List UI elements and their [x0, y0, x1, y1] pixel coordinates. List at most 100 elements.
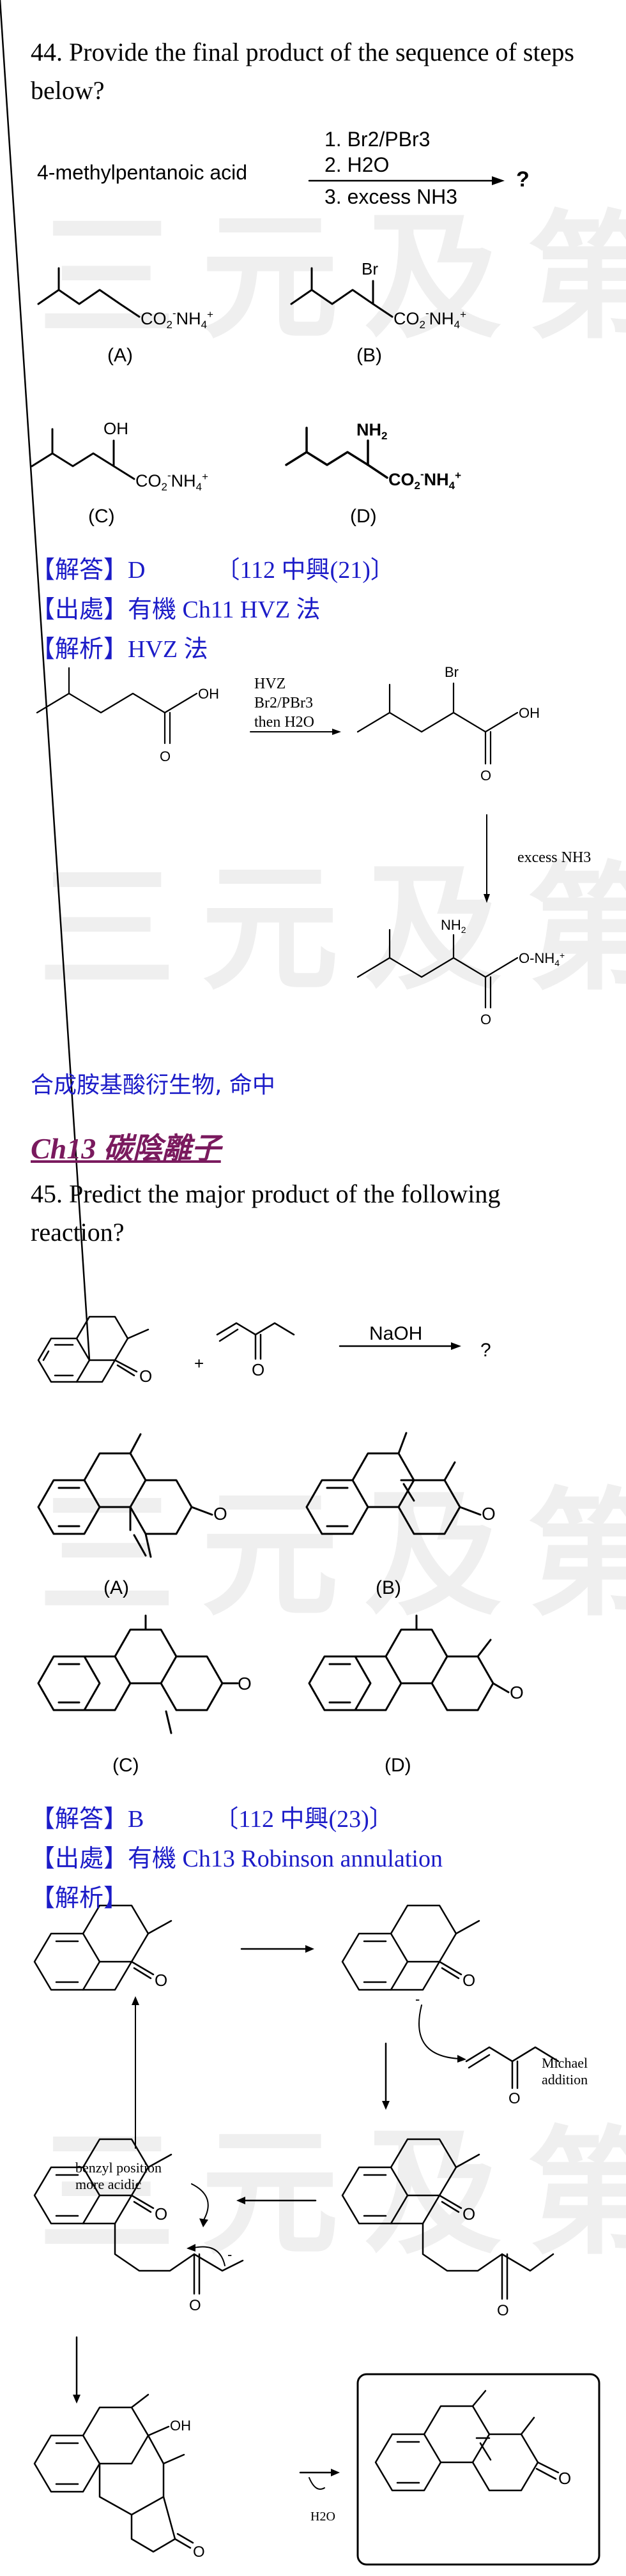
q44-mech-reagent-3: then H2O	[254, 714, 314, 731]
svg-text:O: O	[193, 2543, 205, 2561]
final-product-box	[356, 2373, 600, 2566]
source-label: 【出處】	[31, 1845, 128, 1872]
answer-value: D	[128, 557, 146, 584]
q45-reagent: NaOH	[369, 1323, 423, 1344]
svg-text:NH2: NH2	[441, 917, 466, 935]
answer-value: B	[128, 1806, 144, 1833]
q44-step-2: 2. H2O	[324, 153, 390, 176]
q45-tetralone: O	[0, 0, 152, 1386]
mech-arrow-right-1	[240, 1945, 314, 1953]
q44-mech-reagent-nh3: excess NH3	[517, 849, 592, 866]
svg-text:Br: Br	[362, 259, 378, 278]
q45-unknown: ?	[480, 1340, 491, 1361]
q45-choice-d-structure: O	[308, 1614, 524, 1711]
q45-choice-b-label: (B)	[376, 1577, 401, 1598]
q44-step-3: 3. excess NH3	[324, 185, 458, 208]
q44-reactant: 4-methylpentanoic acid	[37, 161, 248, 184]
svg-text:OH: OH	[198, 686, 219, 702]
q44-choice-c-label: (C)	[88, 506, 115, 527]
answer-label: 【解答】	[31, 557, 128, 584]
q44-mech-arrow-2	[484, 814, 490, 903]
q45-choice-d-label: (D)	[385, 1755, 411, 1776]
q45-choice-a-structure: O	[37, 1433, 227, 1558]
analysis-label: 【解析】	[31, 1885, 128, 1912]
svg-text:O: O	[213, 1504, 227, 1524]
svg-text:CO2-NH4+: CO2-NH4+	[393, 307, 466, 331]
svg-text:OH: OH	[519, 705, 540, 721]
svg-text:O: O	[139, 1367, 152, 1386]
svg-text:OH: OH	[103, 419, 128, 438]
q44-conclusion: 合成胺基酸衍生物, 命中	[31, 1072, 275, 1098]
mech-enolate: O -	[341, 1904, 480, 2007]
source-value: 有機 Ch13 Robinson annulation	[128, 1845, 443, 1872]
source-value: 有機 Ch11 HVZ 法	[128, 596, 321, 623]
svg-text:CO2-NH4+: CO2-NH4+	[388, 468, 461, 492]
michael-note-line-2: addition	[542, 2072, 588, 2087]
michael-note-line-1: Michael	[542, 2055, 588, 2071]
mech-arrow-left-1	[236, 2197, 317, 2204]
svg-text:O: O	[480, 768, 491, 784]
benzyl-pointer-arrow	[132, 1996, 139, 2149]
q45-enone: O	[216, 1322, 295, 1379]
q44-mech-reagent-1: HVZ	[254, 676, 286, 692]
q45-analysis-line: 【解析】	[31, 1879, 128, 1918]
answer-reference: 〔112 中興(23)〕	[214, 1806, 393, 1833]
svg-text:O: O	[155, 1971, 167, 1990]
svg-text:O: O	[508, 2090, 521, 2107]
q45-source-line: 【出處】有機 Ch13 Robinson annulation	[31, 1839, 443, 1879]
q44-step-1: 1. Br2/PBr3	[324, 128, 431, 151]
q44-mech-amino-salt: NH2 O O-NH4+	[356, 917, 565, 1027]
question-45-stem: 45. Predict the major product of the fol…	[31, 1179, 501, 1246]
mech-mvk-michael: O	[418, 2004, 560, 2107]
q44-choice-d-structure: NH2 CO2-NH4+	[285, 420, 461, 492]
q45-plus: +	[194, 1354, 204, 1373]
q45-choice-c-label: (C)	[112, 1755, 139, 1776]
water-label: H2O	[310, 2510, 335, 2524]
mech-aldol-enolate: O O -	[33, 2138, 244, 2314]
q44-choice-a-label: (A)	[107, 345, 133, 366]
mech-arrow-down-1	[382, 2042, 390, 2110]
q44-mech-arrow-1	[250, 729, 341, 735]
svg-text:O: O	[252, 1360, 264, 1379]
q45-answer-line: 【解答】B 〔112 中興(23)〕	[31, 1799, 393, 1839]
mech-arrow-down-2	[73, 2336, 80, 2404]
svg-text:O: O	[510, 1683, 524, 1702]
svg-text:Br: Br	[445, 664, 459, 680]
watermark: 三元及第	[38, 1474, 626, 1635]
q45-choice-c-structure: O	[37, 1614, 252, 1734]
mech-tetralone-1: O	[33, 1904, 172, 1991]
q45-choice-a-label: (A)	[103, 1577, 129, 1598]
svg-text:O: O	[155, 2204, 167, 2224]
svg-text:O: O	[482, 1504, 496, 1524]
svg-text:O: O	[480, 1011, 491, 1027]
watermark: 三元及第	[38, 849, 626, 1009]
benzyl-note-line-1: benzyl position	[75, 2160, 162, 2176]
benzyl-note-line-2: more acidic	[75, 2176, 142, 2192]
svg-text:-: -	[227, 2246, 232, 2262]
mech-michael-adduct: O O	[341, 2138, 554, 2319]
mech-aldol-product: OH O	[33, 2393, 205, 2561]
answer-label: 【解答】	[31, 1806, 128, 1833]
q44-reaction-arrow	[308, 176, 505, 185]
watermark: 三元及第	[38, 2113, 626, 2273]
q44-choice-a-structure: CO2-NH4+	[37, 267, 213, 331]
q44-choice-c-structure: OH CO2-NH4+	[31, 419, 208, 493]
q44-choice-b-structure: Br CO2-NH4+	[290, 259, 466, 331]
svg-text:OH: OH	[170, 2418, 191, 2434]
svg-text:-: -	[415, 1991, 420, 2007]
analysis-value: HVZ 法	[128, 636, 208, 663]
final-product-structure: O	[374, 2390, 571, 2492]
q44-mech-reactant: O OH	[36, 667, 219, 764]
mech-dehydration-arrow	[299, 2469, 340, 2490]
source-label: 【出處】	[31, 596, 128, 623]
svg-text:O: O	[160, 748, 171, 764]
svg-text:O: O	[558, 2469, 571, 2488]
watermark: 三元及第	[38, 197, 626, 358]
svg-text:NH2: NH2	[356, 420, 387, 442]
svg-text:CO2-NH4+: CO2-NH4+	[135, 469, 208, 493]
q44-mech-bromo-acid: Br O OH	[356, 664, 540, 784]
q44-mech-reagent-2: Br2/PBr3	[254, 695, 314, 711]
q45-reaction-arrow	[339, 1342, 461, 1350]
answer-reference: 〔112 中興(21)〕	[215, 557, 395, 584]
